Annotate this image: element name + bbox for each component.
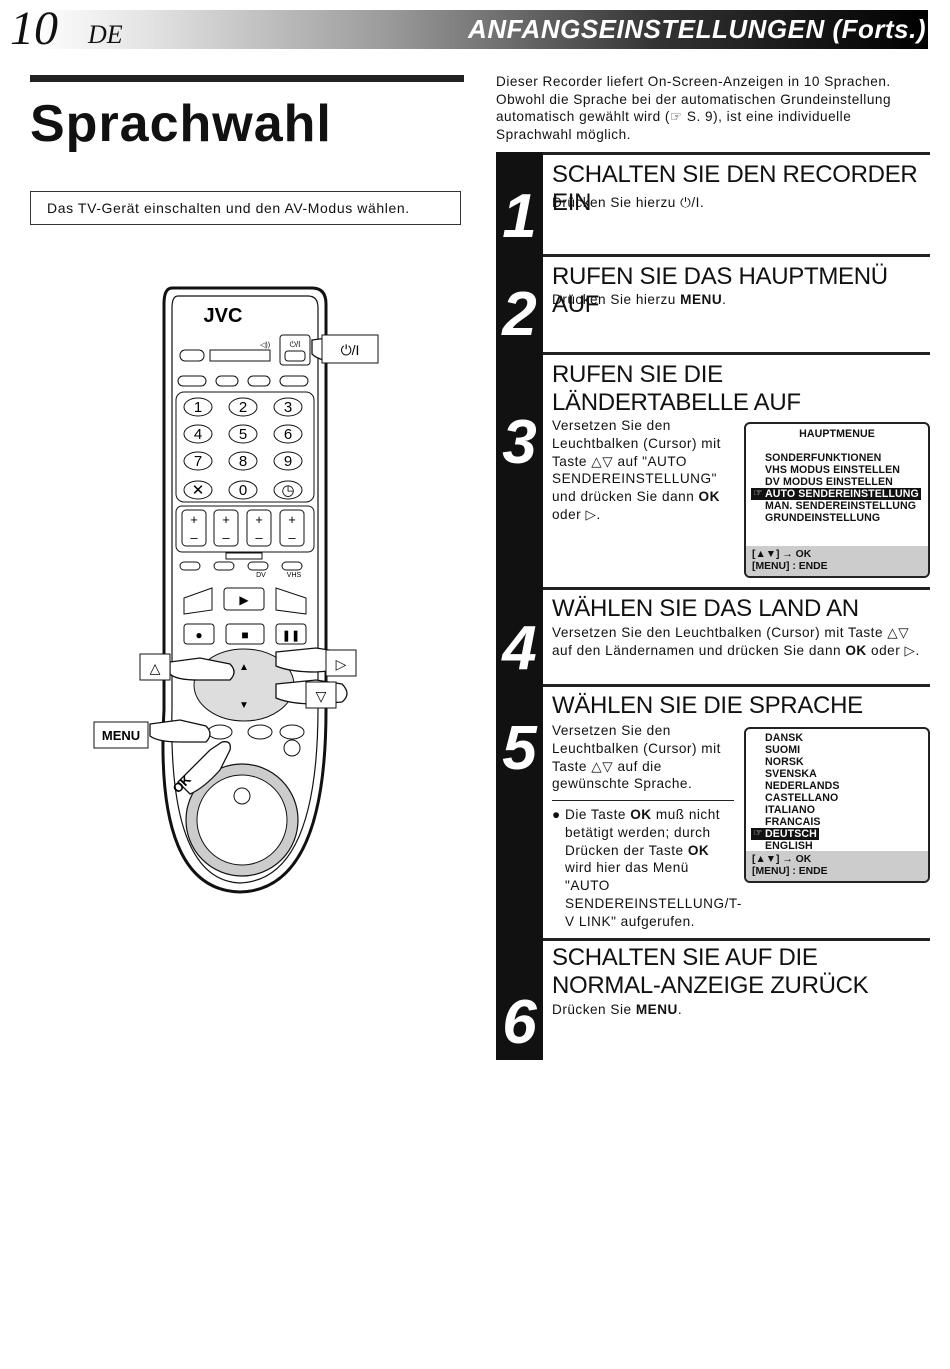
instruction-box: Das TV-Gerät einschalten und den AV-Modu… xyxy=(30,191,461,225)
step-number-bar: 1 2 3 4 5 6 xyxy=(496,152,543,1060)
bullet-icon: ● xyxy=(552,807,561,822)
svg-text:+: + xyxy=(288,512,296,527)
osd-lang-footer: [▲▼] → OK [MENU] : ENDE xyxy=(746,851,928,881)
svg-text:+: + xyxy=(255,512,263,527)
osd-lang-item: SVENSKA xyxy=(765,768,817,780)
osd-lang-item: DANSK xyxy=(765,732,804,744)
svg-text:❚❚: ❚❚ xyxy=(282,630,300,642)
svg-text:▲: ▲ xyxy=(239,662,249,673)
section-title: ANFANGSEINSTELLUNGEN (Forts.) xyxy=(468,14,926,44)
keypad-2: 2 xyxy=(239,399,247,416)
step-5-rule xyxy=(543,684,930,687)
step-4-rule xyxy=(543,587,930,590)
svg-text:✕: ✕ xyxy=(192,482,205,499)
step-6-text: Drücken Sie MENU. xyxy=(552,1002,683,1017)
title-rule xyxy=(30,75,464,82)
svg-text:+: + xyxy=(190,512,198,527)
osd-lang-item: ITALIANO xyxy=(765,804,816,816)
step-5-note: ● Die Taste OK muß nicht betätigt werden… xyxy=(552,807,742,929)
step-6-rule xyxy=(543,938,930,941)
remote-brand-logo: JVC xyxy=(204,305,243,327)
svg-text:■: ■ xyxy=(241,628,248,642)
keypad-0: 0 xyxy=(239,482,247,499)
svg-text:–: – xyxy=(255,530,263,545)
step-5-note-rule xyxy=(552,800,734,801)
step-1-number: 1 xyxy=(502,182,537,251)
svg-text:DV: DV xyxy=(256,572,266,579)
svg-text:◁)): ◁)) xyxy=(260,342,270,349)
keypad-5: 5 xyxy=(239,426,247,443)
osd-lang-item: NEDERLANDS xyxy=(765,780,840,792)
svg-text:–: – xyxy=(190,530,198,545)
keypad-1: 1 xyxy=(194,399,202,416)
osd-lang-item-selected: DEUTSCH xyxy=(765,828,819,841)
header-bar xyxy=(30,10,928,49)
page-number: 10 xyxy=(10,2,58,55)
svg-text:◷: ◷ xyxy=(281,482,294,499)
pointer-hand-icon: ☞ xyxy=(751,828,765,840)
osd-main-item: SONDERFUNKTIONEN xyxy=(765,452,882,464)
pointer-hand-icon: ☞ xyxy=(751,488,765,500)
osd-main-item: GRUNDEINSTELLUNG xyxy=(765,512,881,524)
osd-main-item-selected: AUTO SENDEREINSTELLUNG xyxy=(765,488,921,501)
osd-main-item: DV MODUS EINSTELLEN xyxy=(765,476,893,488)
callout-up: △ xyxy=(150,660,161,676)
step-3-rule xyxy=(543,352,930,355)
step-5-text: Versetzen Sie den Leuchtbalken (Cursor) … xyxy=(552,723,721,792)
step-4-title: WÄHLEN SIE DAS LAND AN xyxy=(552,595,859,622)
page-language: DE xyxy=(88,20,123,49)
step-5-number: 5 xyxy=(502,714,537,783)
osd-main-item: MAN. SENDEREINSTELLUNG xyxy=(765,500,917,512)
keypad-3: 3 xyxy=(284,399,292,416)
step-1-rule xyxy=(543,152,930,155)
step-2-number: 2 xyxy=(502,280,537,349)
step-4-text: Versetzen Sie den Leuchtbalken (Cursor) … xyxy=(552,625,920,658)
osd-lang-item: NORSK xyxy=(765,756,804,768)
step-2-rule xyxy=(543,254,930,257)
step-2-text: Drücken Sie hierzu MENU. xyxy=(552,292,727,307)
osd-language-menu: DANSK SUOMI NORSK SVENSKA NEDERLANDS CAS… xyxy=(744,727,930,883)
svg-text:▶: ▶ xyxy=(239,593,249,607)
page-title: Sprachwahl xyxy=(30,95,332,153)
keypad-9: 9 xyxy=(284,453,292,470)
svg-text:▼: ▼ xyxy=(239,700,249,711)
callout-down: ▽ xyxy=(316,688,327,704)
step-3-number: 3 xyxy=(502,408,537,477)
callout-right: ▷ xyxy=(336,656,347,672)
keypad-4: 4 xyxy=(194,426,202,443)
svg-text:–: – xyxy=(288,530,296,545)
svg-text:●: ● xyxy=(195,628,202,642)
keypad-8: 8 xyxy=(239,453,247,470)
step-3-title: RUFEN SIE DIE LÄNDERTABELLE AUF xyxy=(552,361,801,416)
step-5-title: WÄHLEN SIE DIE SPRACHE xyxy=(552,692,863,719)
osd-main-item: VHS MODUS EINSTELLEN xyxy=(765,464,901,476)
osd-lang-item: SUOMI xyxy=(765,744,801,756)
remote-control-illustration: JVC ⏻/I ◁)) 1 2 3 4 5 6 7 8 9 ✕ 0 ◷ + – +… xyxy=(93,286,379,894)
keypad-6: 6 xyxy=(284,426,292,443)
step-6-number: 6 xyxy=(502,988,537,1057)
keypad-7: 7 xyxy=(194,453,202,470)
callout-power: ⏻/I xyxy=(341,342,360,358)
step-2-title: RUFEN SIE DAS HAUPTMENÜ AUF xyxy=(552,263,888,318)
osd-main-menu: HAUPTMENUE SONDERFUNKTIONEN VHS MODUS EI… xyxy=(744,422,930,578)
step-3-text: Versetzen Sie den Leuchtbalken (Cursor) … xyxy=(552,418,721,522)
osd-lang-item: FRANCAIS xyxy=(765,816,821,828)
callout-menu: MENU xyxy=(102,728,140,743)
osd-lang-item: ENGLISH xyxy=(765,840,813,852)
osd-main-title: HAUPTMENUE xyxy=(799,428,875,440)
svg-text:+: + xyxy=(222,512,230,527)
osd-lang-item: CASTELLANO xyxy=(765,792,839,804)
svg-text:⏻/I: ⏻/I xyxy=(290,340,301,349)
step-4-number: 4 xyxy=(502,614,537,683)
osd-main-footer: [▲▼] → OK [MENU] : ENDE xyxy=(746,546,928,576)
step-1-text: Drücken Sie hierzu ⏻/I. xyxy=(552,195,705,210)
intro-text: Dieser Recorder liefert On-Screen-Anzeig… xyxy=(496,74,892,142)
step-6-title: SCHALTEN SIE AUF DIE NORMAL-ANZEIGE ZURÜ… xyxy=(552,944,869,999)
svg-text:–: – xyxy=(222,530,230,545)
step-1-title: SCHALTEN SIE DEN RECORDER EIN xyxy=(552,161,918,216)
svg-text:VHS: VHS xyxy=(287,572,302,579)
